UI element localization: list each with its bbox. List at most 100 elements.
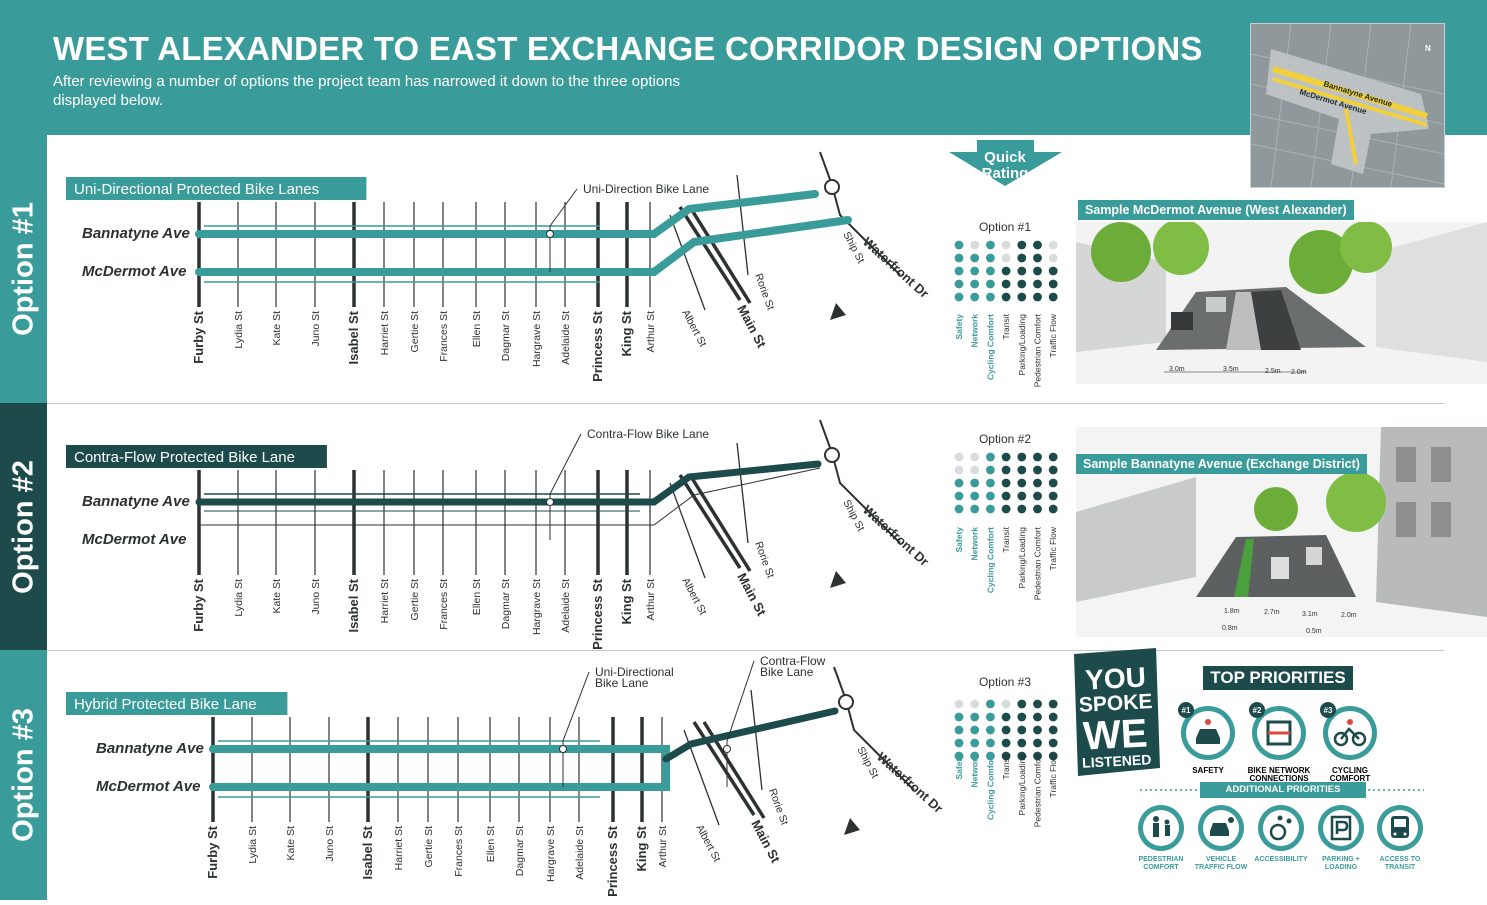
callout-label: Uni-Directional (595, 665, 674, 679)
main-st-label: Main St (748, 817, 783, 865)
dimension-2: 3.5m (1223, 366, 1239, 373)
cross-street-label: King St (634, 825, 649, 871)
callout-label: Bike Lane (760, 665, 814, 679)
priority-label-safety: SAFETY (1192, 766, 1224, 775)
cross-street-label: Adelaide St (560, 311, 572, 365)
option-divider (47, 650, 1444, 651)
priority-label-network: BIKE NETWORK CONNECTIONS (1247, 766, 1311, 783)
main-st-label: Main St (734, 570, 769, 618)
north-arrow-icon: N (1425, 44, 1431, 53)
corridor-location-map: Bannatyne Avenue McDermot Avenue N (1250, 23, 1445, 188)
contra-flow-bike-lane (195, 460, 822, 506)
north-arrow-icon (830, 571, 846, 588)
rorie-st-label: Rorie St (752, 540, 776, 580)
quick-rating-arrow: Quick Rating (949, 140, 1062, 186)
cross-street-label: Harriet St (379, 311, 391, 355)
design-label: Contra-Flow Protected Bike Lane (74, 449, 295, 466)
priority-rank-1: #1 (1182, 706, 1191, 715)
corridor-map-graphic: Bannatyne Avenue McDermot Avenue N (1251, 24, 1444, 187)
callout-label: Bike Lane (595, 676, 649, 690)
dimension-3: 3.1m (1302, 611, 1318, 618)
north-arrow-icon (844, 818, 860, 835)
cross-street-label: Harriet St (379, 579, 391, 623)
cross-street-label: Princess St (590, 578, 605, 649)
cross-street-label: Kate St (271, 311, 283, 346)
sample-mcdermot-image: 3.0m 3.5m 2.5m 2.0m (1076, 222, 1487, 384)
option-2-band: Option #2 (0, 403, 47, 650)
callout-label: Uni-Direction Bike Lane (583, 182, 709, 196)
header-banner: WEST ALEXANDER TO EAST EXCHANGE CORRIDOR… (0, 0, 1487, 135)
cross-street-label: Furby St (191, 310, 206, 363)
cross-street-label: Juno St (310, 311, 322, 347)
cross-street-label: Ellen St (485, 826, 497, 862)
main-st-label: Main St (734, 302, 769, 350)
diagonal-street-line (736, 442, 749, 544)
priority-label-cycling: CYCLING COMFORT (1329, 766, 1371, 783)
cross-street-label: Isabel St (346, 578, 361, 632)
cross-street-label: Kate St (285, 826, 297, 861)
diagonal-street-line (678, 474, 742, 569)
cross-street-label: Furby St (205, 825, 220, 878)
callout-marker (546, 230, 554, 238)
priority-bike-network: #2 BIKE NETWORK CONNECTIONS (1244, 702, 1314, 783)
cross-street-label: Hargrave St (531, 311, 543, 367)
dimension-6: 0.5m (1306, 628, 1322, 635)
roundabout-icon (824, 447, 840, 463)
design-label-box (66, 692, 288, 715)
cross-street-label: Isabel St (360, 825, 375, 879)
option-3-band: Option #3 (0, 650, 47, 900)
page-subtitle: After reviewing a number of options the … (53, 73, 681, 109)
cross-street-label: Lydia St (247, 826, 259, 864)
priority-pedestrian-comfort: PEDESTRIAN COMFORT (1134, 803, 1188, 872)
priority-access-transit: ACCESS TO TRANSIT (1373, 803, 1427, 872)
mcdermot-ave-label: McDermot Ave (82, 263, 186, 280)
cross-street-label: Kate St (271, 579, 283, 614)
diagonal-street-line (669, 214, 706, 311)
dimension-4: 2.0m (1291, 369, 1307, 376)
callout-leader (549, 433, 582, 540)
waterfront-dr-label: Waterfront Dr (874, 749, 946, 816)
cross-street-label: Adelaide St (574, 826, 586, 880)
cross-street-label: Arthur St (645, 311, 657, 353)
callout-leader (549, 188, 578, 272)
additional-label-accessibility: ACCESSIBILITY (1254, 856, 1308, 863)
cross-street-label: Gertie St (409, 311, 421, 353)
cross-street-label: Arthur St (657, 826, 669, 868)
quick-rating-label-2: Rating (982, 165, 1029, 182)
option-3-band-label: Option #3 (7, 708, 39, 842)
diagonal-street-line (688, 474, 752, 572)
bannatyne-ave-label: Bannatyne Ave (96, 740, 204, 757)
priority-parking-loading: PARKING + LOADING (1314, 803, 1368, 872)
diagonal-street-line (688, 206, 752, 304)
albert-st-label: Albert St (693, 823, 723, 864)
additional-label-vehicle: VEHICLE TRAFFIC FLOW (1194, 856, 1248, 871)
cross-street-label: Juno St (310, 579, 322, 615)
dimension-1: 1.8m (1224, 608, 1240, 615)
cross-street-label: Hargrave St (545, 826, 557, 882)
cross-street-label: Isabel St (346, 310, 361, 364)
ysw-line-4: LISTENED (1082, 751, 1152, 771)
option-1-band: Option #1 (0, 135, 47, 403)
additional-priorities-title: ADDITIONAL PRIORITIES (1200, 782, 1366, 798)
dimension-4: 2.0m (1341, 612, 1357, 619)
diagonal-street-line (750, 689, 763, 791)
hybrid-bike-lane-loop (209, 745, 670, 791)
design-label: Uni-Directional Protected Bike Lanes (74, 181, 319, 198)
rorie-st-label: Rorie St (766, 787, 790, 827)
additional-label-parking: PARKING + LOADING (1322, 856, 1360, 871)
vehicle-icon (1210, 823, 1229, 836)
albert-st-label: Albert St (679, 576, 709, 617)
mcdermot-ave-label: McDermot Ave (96, 778, 200, 795)
cross-street-label: Ellen St (471, 311, 483, 347)
diagonal-street-line (736, 174, 749, 276)
mcdermot-street-line (199, 467, 821, 526)
cross-street-label: King St (619, 310, 634, 356)
waterfront-drive-line (819, 419, 901, 544)
callout-leader (562, 671, 590, 787)
bannatyne-bike-lane (195, 190, 819, 238)
waterfront-drive-line (819, 151, 901, 276)
